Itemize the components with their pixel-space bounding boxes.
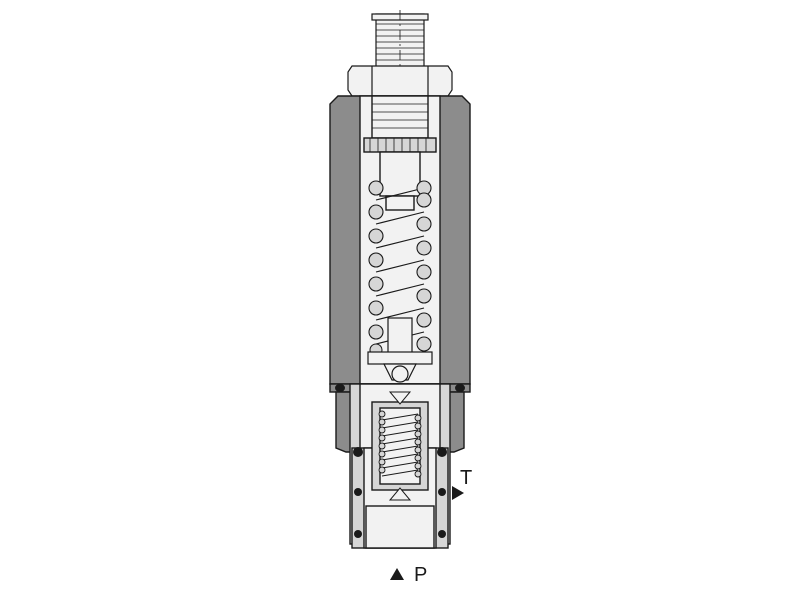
spring-coils-left xyxy=(368,180,384,357)
tank-port: T xyxy=(452,467,472,500)
o-ring-seals xyxy=(335,384,465,538)
tank-port-arrow xyxy=(452,486,464,500)
stem-inner-thread xyxy=(372,103,428,129)
pilot-spring xyxy=(378,410,422,478)
cartridge-insert xyxy=(329,383,471,549)
pressure-port-arrow xyxy=(390,568,404,580)
pressure-port-label: P xyxy=(414,564,427,586)
spring-coils-right xyxy=(416,180,432,352)
pilot-cone xyxy=(388,391,412,501)
lock-nut xyxy=(347,65,453,97)
pressure-port: P xyxy=(390,564,427,586)
poppet xyxy=(367,317,433,383)
tank-port-label: T xyxy=(460,467,472,489)
main-spring xyxy=(368,180,432,357)
pilot-spring-helix xyxy=(381,413,419,477)
